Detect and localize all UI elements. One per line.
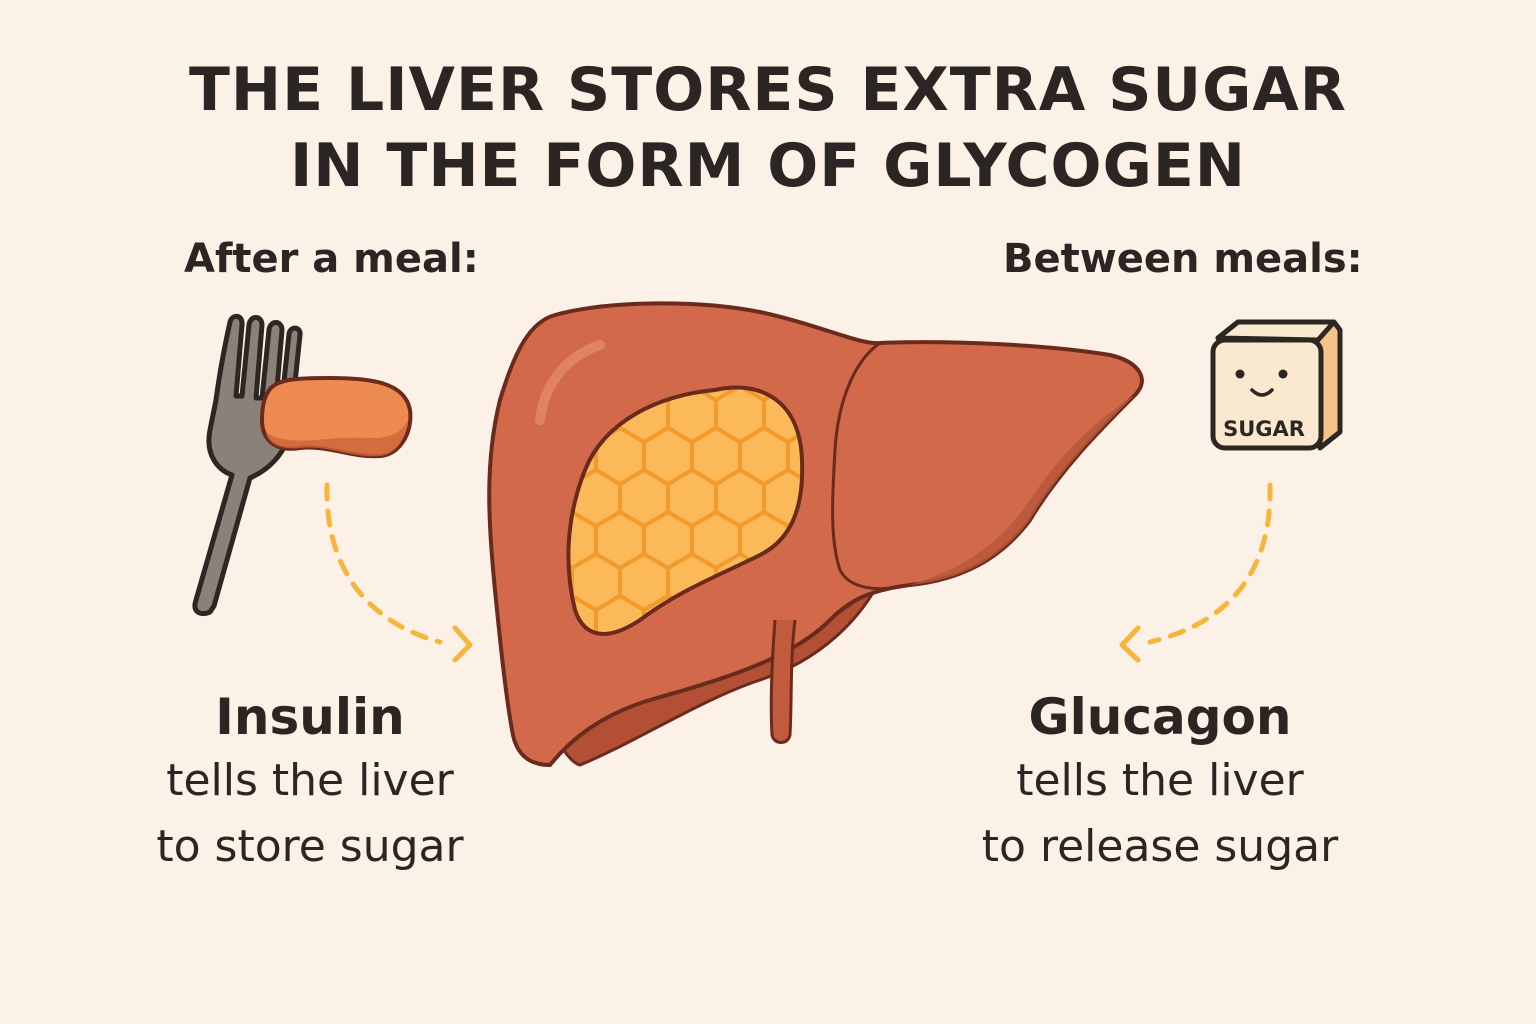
sugar-cube-icon: SUGAR (1210, 319, 1343, 451)
insulin-name: Insulin (215, 688, 405, 746)
after-meal-label: After a meal: (184, 236, 479, 282)
insulin-caption: Insulin tells the liver to store sugar (110, 686, 510, 880)
insulin-desc-line-1: tells the liver (166, 755, 454, 806)
glucagon-caption: Glucagon tells the liver to release suga… (940, 686, 1380, 880)
title-line-2: IN THE FORM OF GLYCOGEN (289, 131, 1247, 201)
glucagon-desc-line-1: tells the liver (1016, 755, 1304, 806)
food-piece-icon (259, 375, 413, 459)
glucagon-arrow-icon (1119, 482, 1273, 663)
title-line-1: THE LIVER STORES EXTRA SUGAR (188, 55, 1348, 125)
insulin-desc-line-2: to store sugar (156, 821, 464, 872)
glycogen-store (568, 387, 803, 634)
between-meals-label: Between meals: (1003, 236, 1363, 282)
fork-icon (192, 313, 303, 616)
insulin-arrow-icon (324, 482, 473, 663)
glucagon-desc-line-2: to release sugar (981, 821, 1339, 872)
page-title: THE LIVER STORES EXTRA SUGAR IN THE FORM… (0, 52, 1536, 204)
liver-icon (487, 301, 1144, 767)
sugar-cube-text: SUGAR (1223, 417, 1305, 441)
glucagon-name: Glucagon (1028, 688, 1292, 746)
